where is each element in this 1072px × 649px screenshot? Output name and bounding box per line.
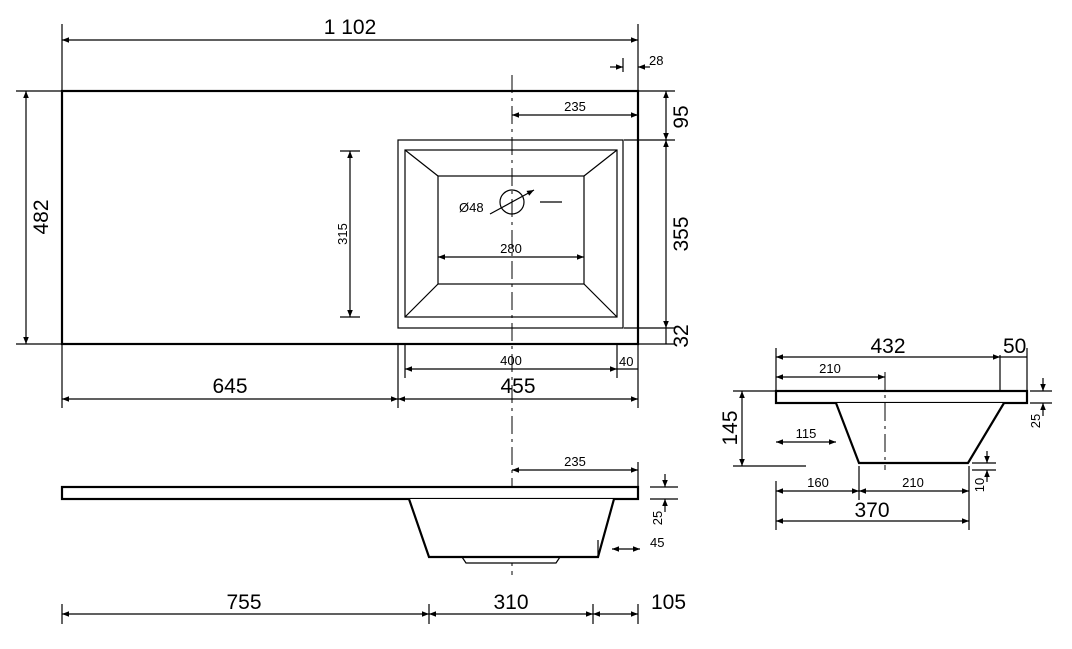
dim-right-segment: 105 (651, 591, 686, 614)
bowl-slope-edge (404, 149, 439, 177)
dim-center-from-right: 235 (564, 99, 586, 114)
dim-bowl-inner-width: 280 (500, 241, 522, 256)
side-slab-outline (774, 389, 1029, 405)
dim-side-front-margin: 160 (807, 475, 829, 490)
slab-outline (60, 485, 640, 501)
dim-overall-width: 1 102 (324, 16, 377, 39)
bowl-slope-edge (583, 283, 618, 318)
bowl-bottom (437, 175, 585, 285)
dim-drain-hole: Ø48 (459, 200, 484, 215)
plan-view: 1 102 28 235 482 95 355 32 315 280 (16, 16, 693, 575)
dim-side-drain-from-front: 115 (796, 426, 817, 441)
dim-bowl-to-front: 32 (670, 324, 693, 347)
bowl-slope-edge (583, 149, 618, 177)
dim-edge-offset: 28 (649, 53, 663, 68)
dim-side-bowl-span: 370 (854, 499, 889, 522)
front-view: 235 25 45 755 310 105 (60, 454, 686, 624)
dim-side-overall-depth: 432 (870, 335, 905, 358)
bowl-inner-rim (404, 149, 618, 318)
dim-side-slab-thickness: 25 (1028, 414, 1043, 428)
dim-bowl-inner-depth: 315 (335, 223, 350, 245)
dim-right-section: 455 (500, 375, 535, 398)
dim-side-center-from-front: 210 (819, 361, 841, 376)
dim-side-center-to-back: 210 (902, 475, 924, 490)
dim-depth: 482 (30, 199, 53, 234)
dim-bowl-right-offset: 45 (650, 535, 664, 550)
drain-outlet (461, 556, 561, 564)
side-bowl-profile (834, 402, 1005, 465)
bowl-profile (407, 498, 616, 559)
dim-front-center-from-right: 235 (564, 454, 586, 469)
dim-bowl-depth: 355 (670, 216, 693, 251)
side-view: 432 50 210 145 25 115 160 210 10 370 (719, 335, 1052, 530)
dim-top-to-bowl: 95 (670, 105, 693, 128)
dim-bowl-segment: 310 (493, 591, 528, 614)
bowl-outer-rim (397, 139, 624, 329)
dim-bowl-width: 400 (500, 353, 522, 368)
dim-left-segment: 755 (226, 591, 261, 614)
dim-slab-thickness: 25 (650, 511, 665, 525)
dim-side-back-margin: 50 (1003, 335, 1026, 358)
dim-side-bottom-thickness: 10 (972, 478, 987, 492)
bowl-slope-edge (404, 283, 439, 318)
dim-left-section: 645 (212, 375, 247, 398)
dim-bowl-right-margin: 40 (619, 354, 633, 369)
dim-side-total-height: 145 (719, 410, 742, 445)
